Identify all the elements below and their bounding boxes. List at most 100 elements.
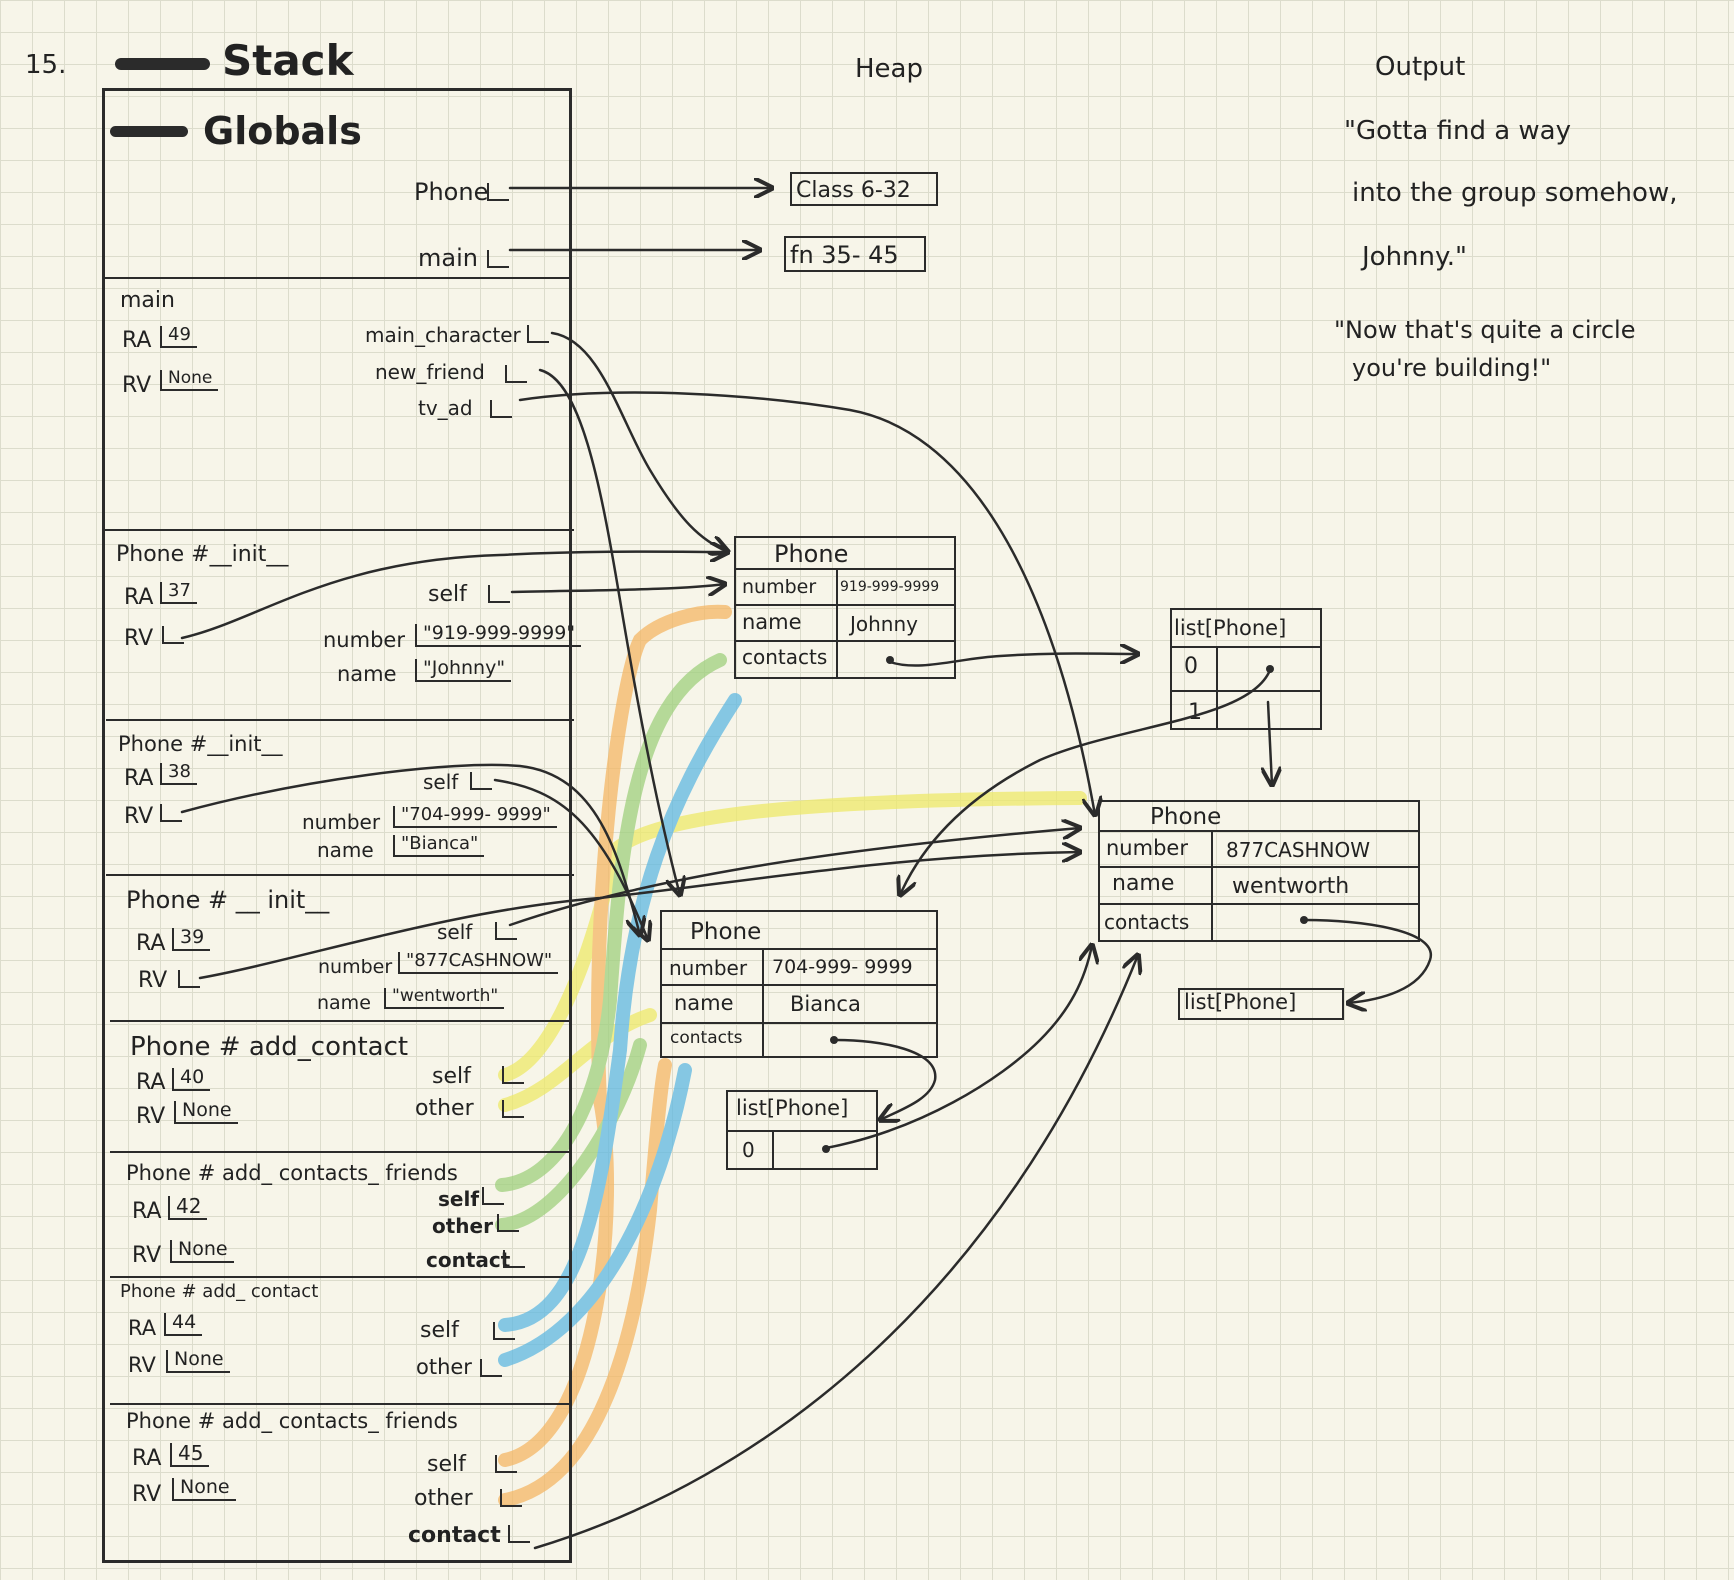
main-character-pointer [527,325,549,343]
column-divider [836,568,838,679]
function-object-label: fn 35- 45 [790,241,899,269]
ra-label: RA [136,1070,166,1095]
field-name-label: name [674,991,734,1015]
ra-value: 45 [170,1443,210,1467]
blue-highlight-2 [498,1063,692,1367]
var-number-label: number [323,628,405,652]
frame-title-add-contact-1: Phone # add_contact [130,1032,409,1062]
ra-value: 40 [172,1068,211,1091]
other-pointer [502,1100,524,1118]
field-contacts-label: contacts [742,645,828,669]
row-divider [726,1130,878,1132]
rv-label: RV [136,1104,166,1129]
phone-title: Phone [1150,804,1222,830]
self-pointer [493,1322,515,1340]
output-line-4: "Now that's quite a circle [1334,316,1636,344]
number-value: "704-999- 9999" [393,806,557,828]
var-contact: contact [408,1523,501,1548]
rv-value: None [170,1240,234,1263]
frame-divider [106,719,574,721]
arrow-init2-rv [180,763,640,935]
row-divider [1098,903,1420,905]
frame-divider [110,1403,572,1405]
self-pointer [470,772,492,790]
column-divider [1216,646,1218,730]
var-new-friend: new_friend [375,360,485,384]
rv-value: None [172,1478,236,1501]
arrow-contact-to-wentworth [533,955,1138,1550]
rv-pointer [162,626,184,644]
contact-pointer [503,1250,525,1268]
field-contacts-label: contacts [1104,910,1190,934]
global-main-pointer [487,250,509,268]
ra-value: 49 [160,326,197,348]
ra-label: RA [122,328,152,353]
global-main-label: main [418,244,478,272]
var-name-label: name [317,838,374,862]
pointer-dot [886,656,894,664]
list-title: list[Phone] [1184,990,1297,1014]
arrow-init3-rv [198,852,1080,980]
arrow-wentworth-contacts [1303,918,1433,1003]
row-divider [660,984,938,986]
row-divider [1098,830,1420,832]
rv-label: RV [132,1243,162,1268]
frame-divider [110,1151,572,1153]
orange-highlight-2 [498,1058,672,1507]
rv-pointer [178,970,200,988]
row-divider [734,568,956,570]
rv-label: RV [124,804,154,829]
field-name-value: Bianca [790,992,861,1016]
other-pointer [500,1489,522,1507]
arrow-main-character [550,331,728,552]
arrow-init3-self [508,828,1080,927]
field-name-value: Johnny [850,612,918,636]
var-number-label: number [318,956,393,978]
column-divider [772,1130,774,1170]
function-object [784,236,926,272]
stack-heading: Stack [222,36,354,85]
field-number-value: 704-999- 9999 [772,956,913,978]
arrow-new-friend [538,368,680,895]
frame-title-main: main [120,288,175,313]
var-self: self [420,1318,459,1343]
arrow-list0-to-bianca [900,668,1272,895]
scribble-mark [115,58,210,70]
ra-value: 38 [160,763,197,785]
class-object-label: Class 6-32 [796,178,911,203]
var-self: self [428,582,467,607]
class-object [790,172,938,206]
ra-label: RA [124,766,154,791]
var-name-label: name [317,992,371,1014]
ra-value: 42 [168,1196,208,1220]
ra-label: RA [124,585,154,610]
frame-title-init-1: Phone #__init__ [116,542,289,567]
stack-column [102,88,572,1563]
arrow-bianca-list-to-wentworth [824,945,1092,1150]
new-friend-pointer [505,365,527,383]
arrow-bianca-contacts [834,1038,937,1120]
var-main-character: main_character [365,323,521,347]
row-divider [1170,646,1322,648]
output-line-2: into the group somehow, [1352,178,1678,208]
arrow-list1-to-wentworth [1268,700,1272,785]
row-divider [1098,866,1420,868]
global-phone-label: Phone [414,178,489,206]
ra-value: 39 [172,928,211,951]
frame-title-init-3: Phone # __ init__ [126,886,330,914]
row-divider [734,640,956,642]
var-self: self [437,920,473,944]
tv-ad-pointer [490,400,512,418]
frame-title-add-contacts-friends-2: Phone # add_ contacts_ friends [126,1409,458,1433]
phone-title: Phone [690,919,762,945]
other-pointer [480,1359,502,1377]
yellow-highlight-2 [498,1008,657,1112]
ra-value: 37 [160,582,197,604]
row-divider [1170,690,1322,692]
list-title: list[Phone] [1174,616,1287,640]
list-index: 1 [1188,700,1202,725]
pointer-dot [830,1036,838,1044]
column-divider [1211,830,1213,942]
